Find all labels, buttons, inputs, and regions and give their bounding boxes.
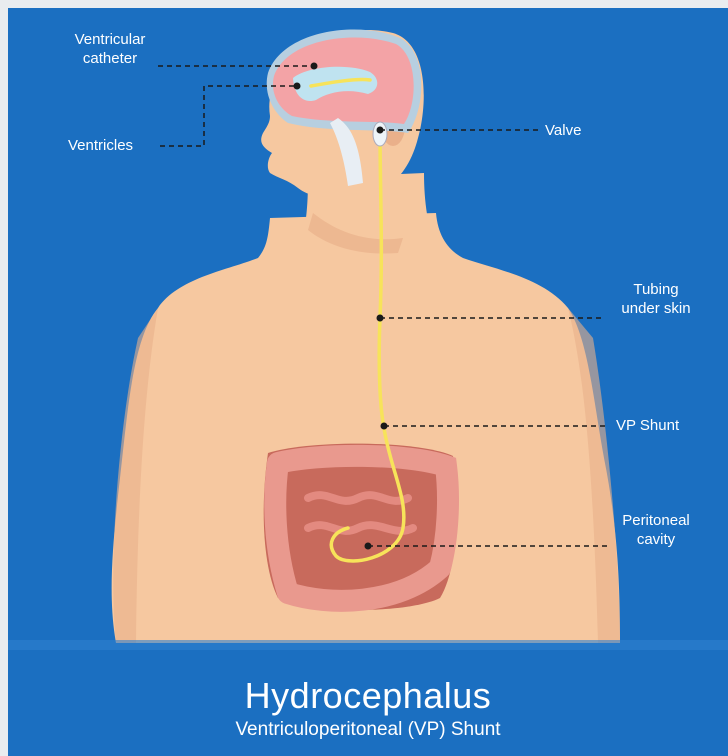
- dot-ventricular-catheter: [311, 63, 318, 70]
- dot-ventricles: [294, 83, 301, 90]
- label-ventricular-catheter: Ventricular catheter: [60, 30, 160, 68]
- dot-vp-shunt: [381, 423, 388, 430]
- valve-device: [373, 122, 387, 146]
- label-valve: Valve: [545, 121, 581, 140]
- vp-shunt-illustration: [8, 8, 728, 756]
- title-block: Hydrocephalus Ventriculoperitoneal (VP) …: [8, 676, 728, 742]
- label-vp-shunt: VP Shunt: [616, 416, 679, 435]
- dot-valve: [377, 127, 384, 134]
- dot-tubing: [377, 315, 384, 322]
- label-peritoneal: Peritoneal cavity: [606, 511, 706, 549]
- diagram-subtitle: Ventriculoperitoneal (VP) Shunt: [8, 718, 728, 742]
- diagram-title: Hydrocephalus: [8, 676, 728, 716]
- dot-peritoneal: [365, 543, 372, 550]
- floor-band: [8, 640, 728, 650]
- label-tubing: Tubing under skin: [606, 280, 706, 318]
- diagram-frame: Ventricular catheter Ventricles Valve Tu…: [8, 8, 728, 756]
- label-ventricles: Ventricles: [68, 136, 133, 155]
